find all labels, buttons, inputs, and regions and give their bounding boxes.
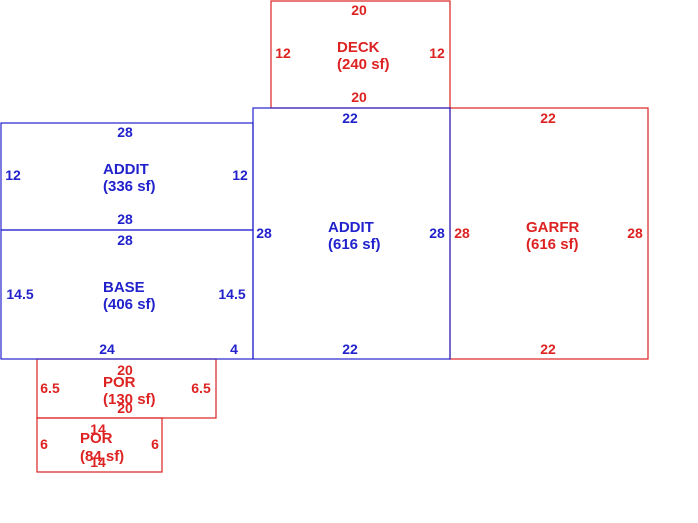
por2-area: (84 sf) — [80, 448, 124, 465]
por1-bottom-dim: 20 — [117, 400, 133, 416]
garfr-right-dim: 28 — [627, 225, 643, 241]
room-base: 28 BASE (406 sf) 14.5 14.5 24 4 — [6, 232, 245, 357]
addit2-outline — [252, 107, 451, 360]
garfr-left-dim: 28 — [454, 225, 470, 241]
addit2-area: (616 sf) — [328, 236, 381, 253]
base-left-dim: 14.5 — [6, 286, 33, 302]
por1-left-dim: 6.5 — [40, 380, 60, 396]
room-garfr: 22 GARFR (616 sf) 28 28 22 — [454, 110, 643, 357]
addit2-bottom-dim: 22 — [342, 341, 358, 357]
addit1-right-dim: 12 — [232, 167, 248, 183]
room-por-130: 20 POR (130 sf) 6.5 6.5 20 — [40, 362, 211, 416]
garfr-area: (616 sf) — [526, 236, 579, 253]
por1-area: (130 sf) — [103, 391, 156, 408]
addit1-area: (336 sf) — [103, 178, 156, 195]
por1-name: POR — [103, 374, 136, 391]
addit1-top-dim: 28 — [117, 124, 133, 140]
base-bottom-dim: 24 — [99, 341, 115, 357]
por2-outline — [36, 417, 163, 473]
addit2-top-dim: 22 — [342, 110, 358, 126]
deck-left-dim: 12 — [275, 45, 291, 61]
deck-area: (240 sf) — [337, 56, 390, 73]
addit1-left-dim: 12 — [5, 167, 21, 183]
por1-top-dim: 20 — [117, 362, 133, 378]
addit2-left-dim: 28 — [256, 225, 272, 241]
por2-right-dim: 6 — [151, 436, 159, 452]
room-addit-336: 28 ADDIT (336 sf) 12 12 28 — [5, 124, 248, 227]
room-deck: 20 DECK (240 sf) 12 12 20 — [275, 2, 445, 105]
deck-right-dim: 12 — [429, 45, 445, 61]
addit1-bottom-dim: 28 — [117, 211, 133, 227]
base-bottom-extra-dim: 4 — [230, 341, 238, 357]
garfr-name: GARFR — [526, 219, 579, 236]
base-top-dim: 28 — [117, 232, 133, 248]
garfr-bottom-dim: 22 — [540, 341, 556, 357]
room-addit-616: 22 ADDIT (616 sf) 28 28 22 — [256, 110, 445, 357]
addit2-right-dim: 28 — [429, 225, 445, 241]
room-por-84: 14 POR (84 sf) 6 6 14 — [40, 421, 159, 470]
por2-name: POR — [80, 430, 113, 447]
base-area: (406 sf) — [103, 296, 156, 313]
deck-name: DECK — [337, 39, 380, 56]
por2-top-dim: 14 — [90, 421, 106, 437]
addit1-name: ADDIT — [103, 161, 149, 178]
base-right-dim: 14.5 — [218, 286, 245, 302]
por2-left-dim: 6 — [40, 436, 48, 452]
por2-bottom-dim: 14 — [90, 454, 106, 470]
deck-bottom-dim: 20 — [351, 89, 367, 105]
addit2-name: ADDIT — [328, 219, 374, 236]
por1-right-dim: 6.5 — [191, 380, 211, 396]
deck-top-dim: 20 — [351, 2, 367, 18]
garfr-top-dim: 22 — [540, 110, 556, 126]
base-name: BASE — [103, 279, 145, 296]
